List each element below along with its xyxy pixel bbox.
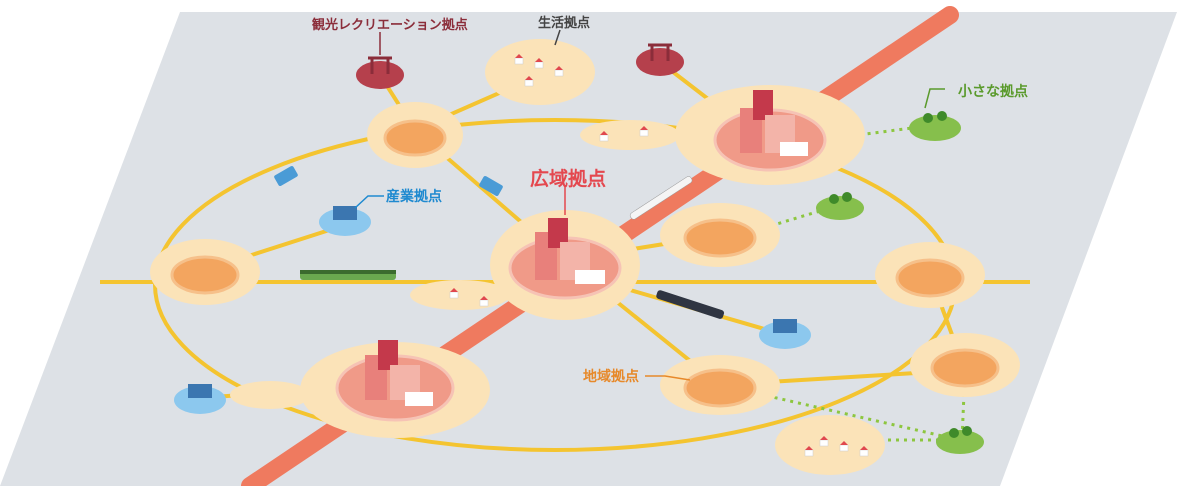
label-living-hub: 生活拠点 <box>538 16 591 31</box>
factory-icon <box>188 206 797 398</box>
tree-icon <box>829 111 972 438</box>
house-icon <box>449 54 869 457</box>
label-wide-area-hub: 広域拠点 <box>530 168 607 190</box>
small-hub-nodes <box>816 115 984 454</box>
regional-hub-nodes <box>170 119 1000 408</box>
label-tourism-hub: 観光レクリエーション拠点 <box>312 18 468 33</box>
bus-icon <box>274 166 503 196</box>
shinkansen-icon <box>629 176 693 220</box>
label-industry-hub: 産業拠点 <box>386 189 442 205</box>
train-icon <box>300 270 725 319</box>
torii-icon <box>368 43 672 74</box>
building-icon <box>365 90 808 406</box>
industry-nodes <box>174 208 811 414</box>
label-regional-hub: 地域拠点 <box>583 369 639 385</box>
tourism-nodes <box>356 48 684 89</box>
label-small-hub: 小さな拠点 <box>958 84 1028 100</box>
label-leaders <box>354 29 945 381</box>
